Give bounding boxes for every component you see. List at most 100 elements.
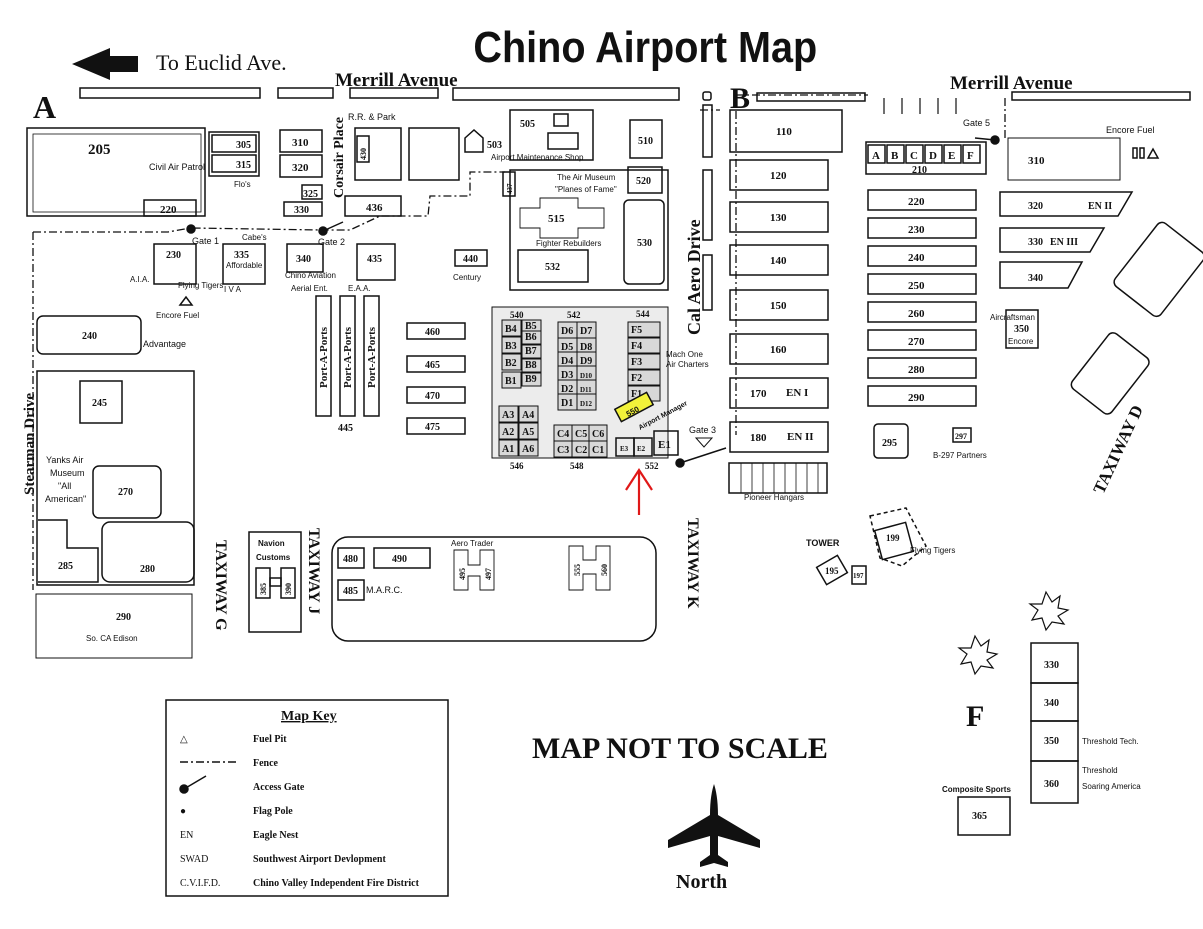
building-435-label: 435 <box>367 254 382 265</box>
hangar-cell-label: D2 <box>561 384 573 395</box>
port-a-ports-label-1: Port-A-Ports <box>318 326 330 388</box>
building-280 <box>101 521 195 583</box>
legend-symbol: EN <box>180 830 193 841</box>
building-548-label: 548 <box>570 461 584 471</box>
north-airplane-icon <box>668 784 760 867</box>
west-arrow-icon <box>72 48 138 80</box>
flying-tigers-label: Flying Tigers <box>178 281 223 290</box>
hangar-cell-d12 <box>576 393 597 411</box>
building-205-label: 205 <box>88 142 111 158</box>
building-485-label: 485 <box>343 586 358 597</box>
hangar-e3-label: E3 <box>620 445 629 453</box>
hangar-210-d <box>924 144 943 164</box>
navion-label: Navion <box>258 539 285 548</box>
access-gate-arm <box>183 775 207 790</box>
merrill-road-segment <box>452 87 680 101</box>
yanks-air-label: Yanks Air <box>46 455 83 465</box>
hangar-340c-label: 340 <box>1028 273 1043 284</box>
hangar-350f-label: 350 <box>1044 736 1059 747</box>
hangar-cell-label: F1 <box>631 389 642 400</box>
building-195 <box>815 554 849 586</box>
building-445-label: 445 <box>338 423 353 434</box>
section-b-label: B <box>730 82 750 115</box>
hangar-330c-label: 330 <box>1028 237 1043 248</box>
star-marker-icon <box>957 634 999 676</box>
aircraftsman-label: Aircraftsman <box>990 313 1035 322</box>
merrill-avenue-right-label: Merrill Avenue <box>950 73 1073 94</box>
hangar-cell-label: D11 <box>580 386 592 394</box>
building-437 <box>502 171 516 197</box>
building-497-label: 497 <box>484 568 493 580</box>
cabes-label: Cabe's <box>242 233 267 242</box>
merrill-road-segment <box>1011 91 1191 101</box>
building-280-label: 280 <box>140 564 155 575</box>
hangar-cell-label: C4 <box>557 429 569 440</box>
encore-label: Encore <box>1008 337 1034 346</box>
building-197 <box>851 565 867 585</box>
hangar-240 <box>867 245 977 267</box>
hangar-cell-a5 <box>518 422 539 440</box>
building-430-label: 430 <box>359 148 368 160</box>
hangar-340c <box>999 261 1084 289</box>
hangar-295-label: 295 <box>882 438 897 449</box>
hangar-140 <box>729 244 829 276</box>
hangar-170 <box>729 377 829 409</box>
building-510 <box>629 119 663 159</box>
legend-label: Southwest Airport Devlopment <box>253 854 386 865</box>
building-320-label: 320 <box>292 162 309 174</box>
building-220 <box>143 199 197 217</box>
hangar-number-label: 130 <box>770 212 787 224</box>
building-555-label: 555 <box>573 564 582 576</box>
hangar-220 <box>867 189 977 211</box>
hangar-110 <box>729 109 843 153</box>
affordable-label: Affordable <box>226 261 263 270</box>
hangar-cell-label: F2 <box>631 373 642 384</box>
hangar-465 <box>406 355 466 373</box>
corsair-place-label: Corsair Place <box>332 117 347 198</box>
building-515-label: 515 <box>548 213 565 225</box>
gate-3-label: Gate 3 <box>689 425 716 435</box>
legend-symbol: C.V.I.F.D. <box>180 878 220 889</box>
building-546-label: 546 <box>510 461 524 471</box>
building-540-label: 540 <box>510 310 524 320</box>
aia-label: A.I.A. <box>130 275 150 284</box>
pioneer-hangars <box>728 462 828 494</box>
building-490 <box>373 547 431 569</box>
building-199-label: 199 <box>886 533 900 543</box>
legend-label: Access Gate <box>253 782 305 793</box>
hangar-cell-label: B8 <box>525 360 537 371</box>
hangar-cell-label: D10 <box>580 372 593 380</box>
hangar-cell-label: F3 <box>631 357 642 368</box>
building-290-label: 290 <box>116 612 131 623</box>
building-520-label: 520 <box>636 176 651 187</box>
hangar-cell-label: B4 <box>505 324 517 335</box>
legend-label: Fuel Pit <box>253 734 287 745</box>
hangar-cell-label: C6 <box>592 429 604 440</box>
building-325-label: 325 <box>303 189 318 200</box>
building-503 <box>464 128 484 153</box>
hangar-cell-b1 <box>501 371 522 389</box>
hangar-260-label: 260 <box>908 308 925 320</box>
building-552-label: 552 <box>645 461 659 471</box>
civil-air-patrol-label: Civil Air Patrol <box>149 162 205 172</box>
building-230-label: 230 <box>166 250 181 261</box>
hangar-210-c <box>905 144 924 164</box>
hangar-350c <box>1005 309 1039 349</box>
hangar-e2-label: E2 <box>637 445 646 453</box>
eagle-nest-1-label: EN I <box>786 387 808 399</box>
hangar-cell-a3 <box>498 405 519 423</box>
star-marker-icon <box>1028 590 1070 632</box>
hangar-cell-label: D8 <box>580 342 592 353</box>
building-510-label: 510 <box>638 136 653 147</box>
taxiway-j-label: TAXIWAY J <box>305 528 322 614</box>
building-490-label: 490 <box>392 554 407 565</box>
building-532-label: 532 <box>545 262 560 273</box>
hangar-cell-label: A6 <box>522 444 534 455</box>
mach-one-label: Mach One <box>666 350 703 359</box>
hangar-cell-a6 <box>518 439 539 457</box>
building-205 <box>26 127 206 217</box>
hangar-350c-label: 350 <box>1014 324 1029 335</box>
